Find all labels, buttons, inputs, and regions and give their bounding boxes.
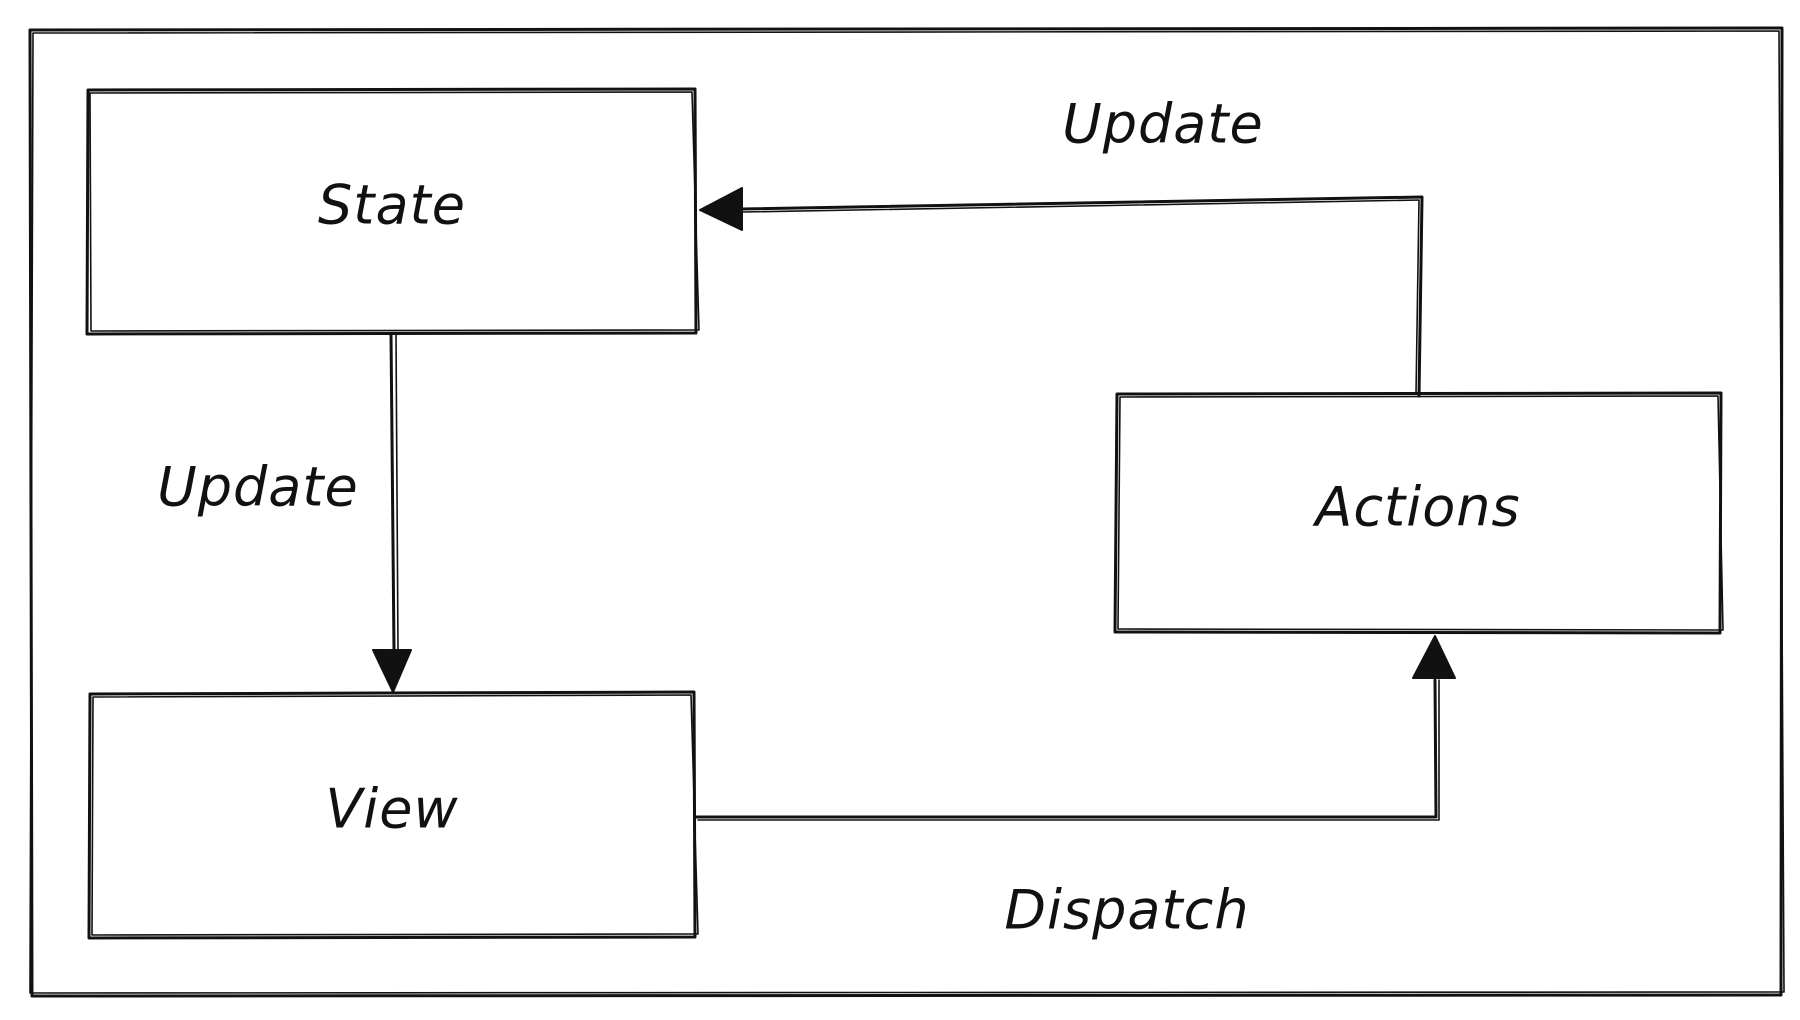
edge-actions-to-state-label: Update xyxy=(1062,93,1264,156)
view-node[interactable]: View xyxy=(87,690,699,940)
state-label: State xyxy=(318,174,466,237)
view-label: View xyxy=(325,778,458,841)
edge-state-to-view[interactable]: Update xyxy=(157,332,412,693)
actions-node[interactable]: Actions xyxy=(1113,391,1724,635)
arrowhead-left-icon xyxy=(699,187,743,231)
edge-view-to-actions-label: Dispatch xyxy=(1004,879,1249,942)
edge-view-to-actions[interactable]: Dispatch xyxy=(693,635,1456,942)
outer-frame xyxy=(28,26,1785,998)
state-node[interactable]: State xyxy=(85,87,700,336)
arrowhead-down-icon xyxy=(372,649,412,693)
arrowhead-up-icon xyxy=(1412,635,1456,679)
actions-label: Actions xyxy=(1312,476,1520,539)
edge-actions-to-state[interactable]: Update xyxy=(699,93,1424,398)
edge-state-to-view-label: Update xyxy=(157,456,359,519)
